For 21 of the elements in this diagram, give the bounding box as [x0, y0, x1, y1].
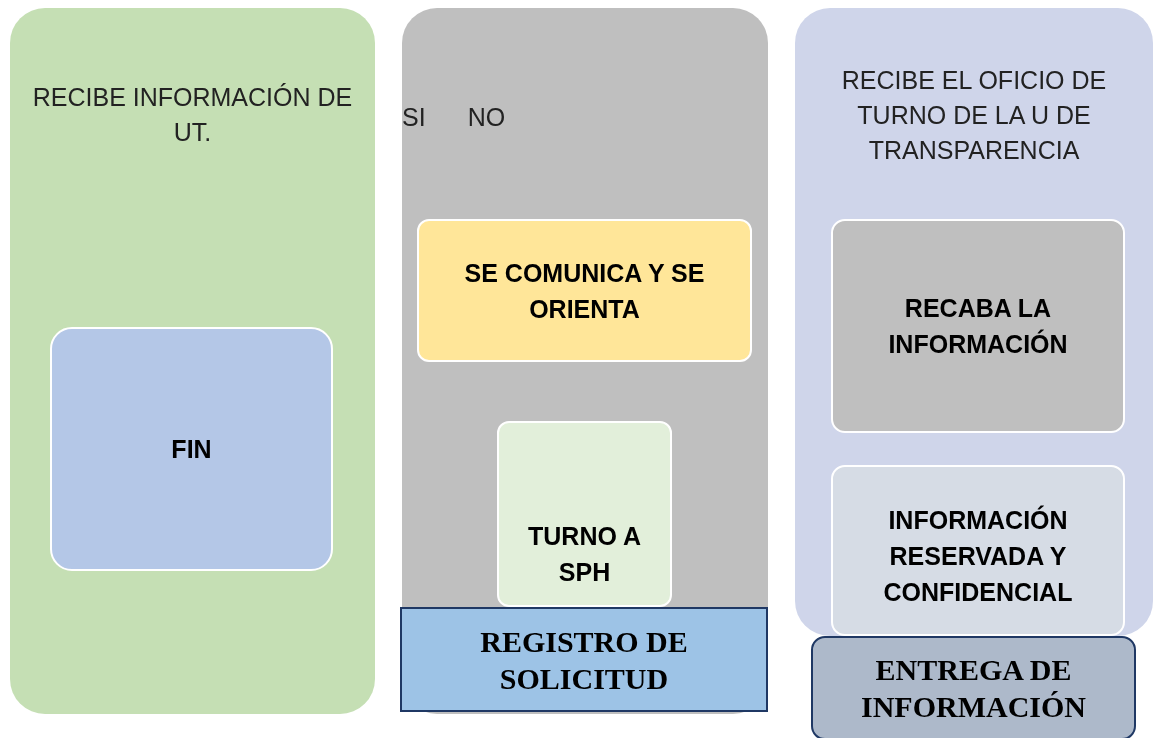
process-box: [50, 327, 333, 571]
box-label: ENTREGA DE INFORMACIÓN: [860, 652, 1087, 725]
box-label: REGISTRO DE SOLICITUD: [479, 623, 689, 697]
column-panel: [795, 8, 1153, 636]
column-heading: RECIBE INFORMACIÓN DE UT.: [31, 82, 354, 148]
box-label: FIN: [170, 434, 213, 465]
column-heading: SI: [402, 102, 426, 133]
column-panel: [10, 8, 375, 714]
box-label: RECABA LA INFORMACIÓN: [887, 293, 1069, 360]
column-heading: NO: [467, 102, 506, 133]
box-label: INFORMACIÓN RESERVADA Y CONFIDENCIAL: [882, 504, 1074, 608]
process-box: [831, 219, 1125, 433]
box-label: TURNO A SPH: [527, 521, 642, 588]
process-box: [400, 607, 768, 712]
box-label: SE COMUNICA Y SE ORIENTA: [463, 257, 706, 325]
column-panel: [402, 8, 768, 714]
process-box: [831, 465, 1125, 636]
process-box: [417, 219, 752, 362]
process-box: [497, 421, 672, 607]
process-box: [811, 636, 1136, 738]
column-heading: RECIBE EL OFICIO DE TURNO DE LA U DE TRANSPARENCIA: [840, 65, 1108, 166]
